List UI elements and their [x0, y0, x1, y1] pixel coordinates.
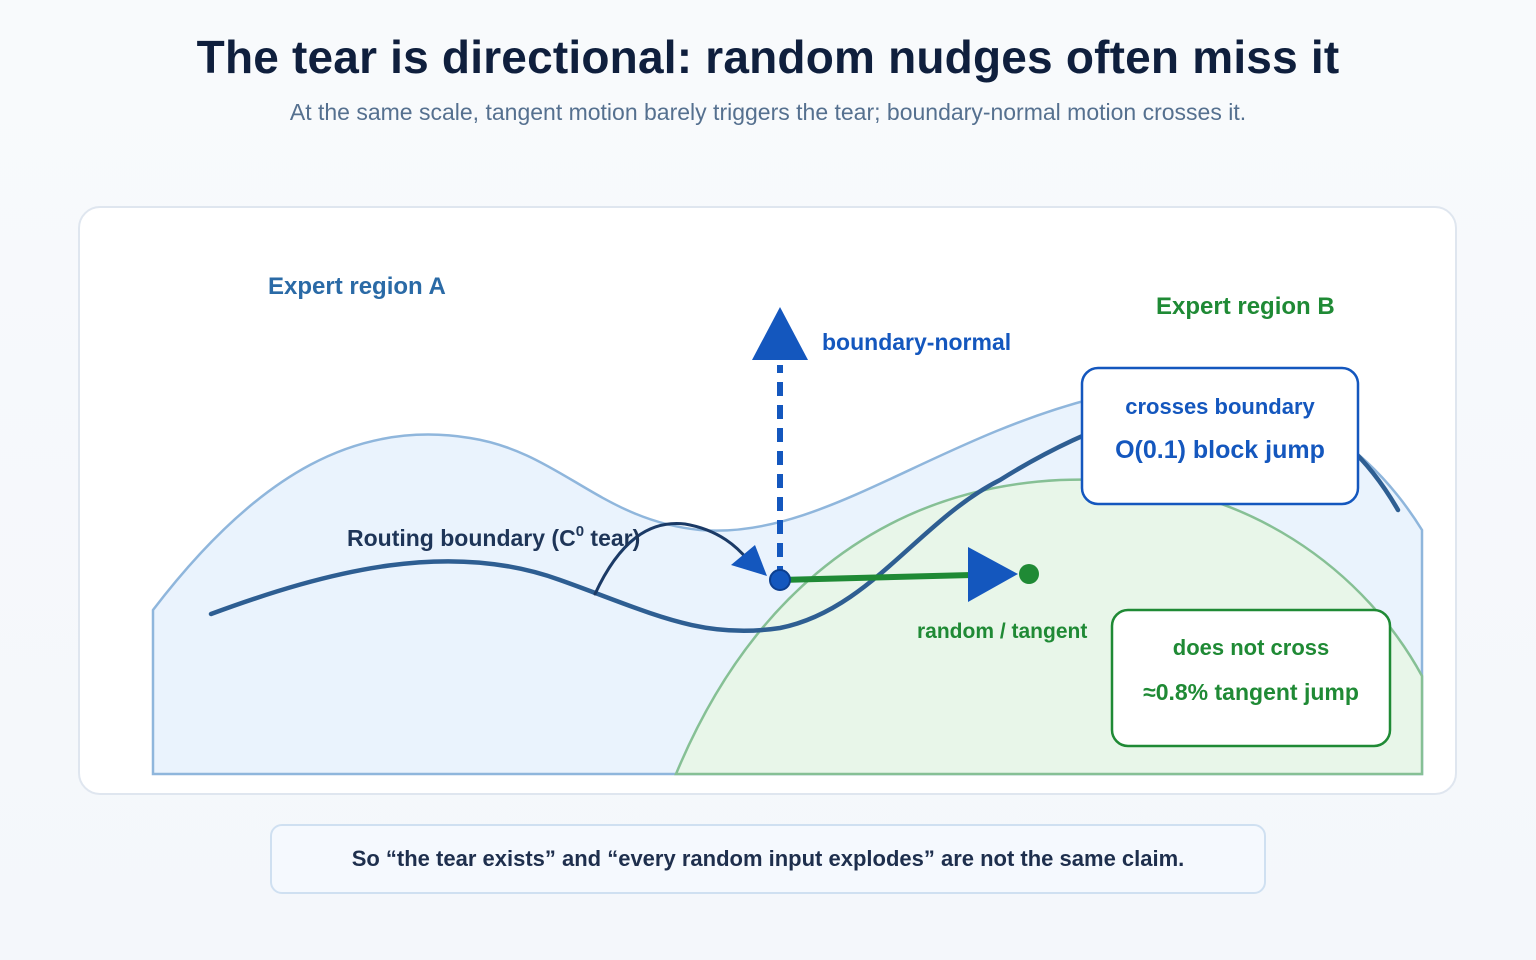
- tangent-arrow-shaft: [779, 572, 973, 583]
- region-a-label: Expert region A: [268, 273, 446, 300]
- does-not-cross-box: [1110, 608, 1392, 748]
- tangent-jump-value: ≈0.8% tangent jump: [1143, 679, 1359, 705]
- footer-note: So “the tear exists” and “every random i…: [270, 824, 1266, 894]
- label-pointer-arrow: [593, 522, 750, 596]
- normal-arrowhead: [752, 307, 808, 360]
- crosses-boundary-box: [1080, 366, 1360, 506]
- normal-arrow-label: boundary-normal: [822, 329, 1011, 355]
- routing-boundary-label: Routing boundary (C0 tear): [347, 523, 640, 551]
- page-title: The tear is directional: random nudges o…: [196, 31, 1340, 83]
- tangent-arrowhead: [968, 547, 1018, 602]
- label-pointer-arrowhead: [731, 545, 767, 576]
- tangent-arrow-label: random / tangent: [917, 620, 1087, 643]
- crosses-boundary-title: crosses boundary: [1125, 394, 1315, 419]
- page-subtitle: At the same scale, tangent motion barely…: [289, 99, 1247, 125]
- tangent-endpoint-dot: [1019, 564, 1039, 584]
- block-jump-value: O(0.1) block jump: [1115, 436, 1325, 464]
- region-b-label: Expert region B: [1156, 293, 1335, 320]
- does-not-cross-title: does not cross: [1173, 635, 1329, 660]
- origin-point: [769, 569, 791, 591]
